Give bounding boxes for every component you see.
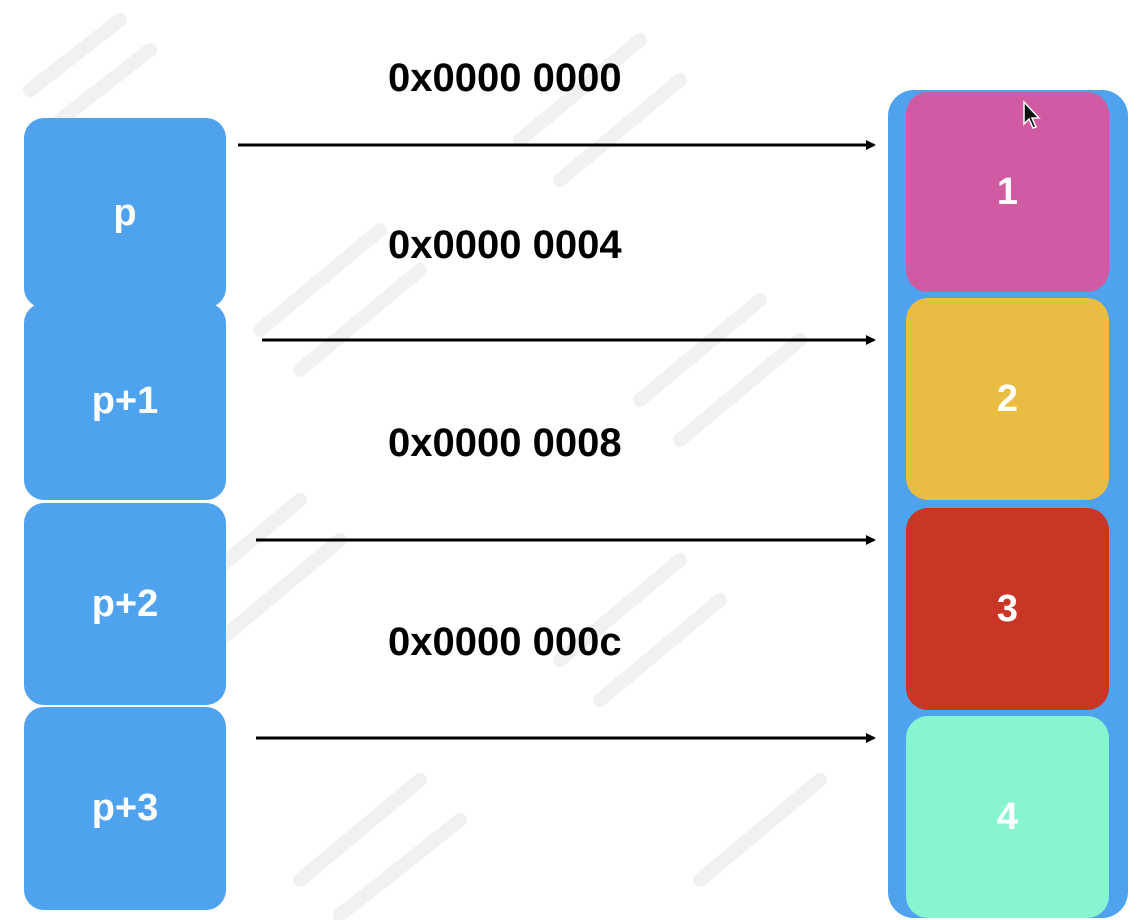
address-label: 0x0000 000c [388,620,622,664]
memory-cell-4: 4 [906,716,1109,918]
pointer-label: p [113,191,137,234]
memory-cell-3: 3 [906,508,1109,710]
pointer-label: p+2 [91,582,159,625]
memory-cell-value: 3 [996,587,1019,630]
address-label: 0x0000 0000 [388,56,622,100]
address-label: 0x0000 0004 [388,223,622,267]
pointer-label: p+3 [91,787,159,829]
pointer-box-p: p [24,118,226,308]
pointer-label: p+1 [91,380,159,422]
memory-cell-1: 1 [906,92,1109,292]
mouse-cursor-icon [1023,100,1041,129]
pointer-box-p-plus-3: p+3 [24,707,226,910]
memory-cell-value: 2 [996,377,1019,420]
memory-cell-value: 4 [996,795,1019,838]
pointer-box-p-plus-2: p+2 [24,503,226,705]
address-label: 0x0000 0008 [388,421,622,465]
memory-cell-2: 2 [906,298,1109,500]
memory-cell-value: 1 [996,170,1019,213]
pointer-box-p-plus-1: p+1 [24,303,226,500]
